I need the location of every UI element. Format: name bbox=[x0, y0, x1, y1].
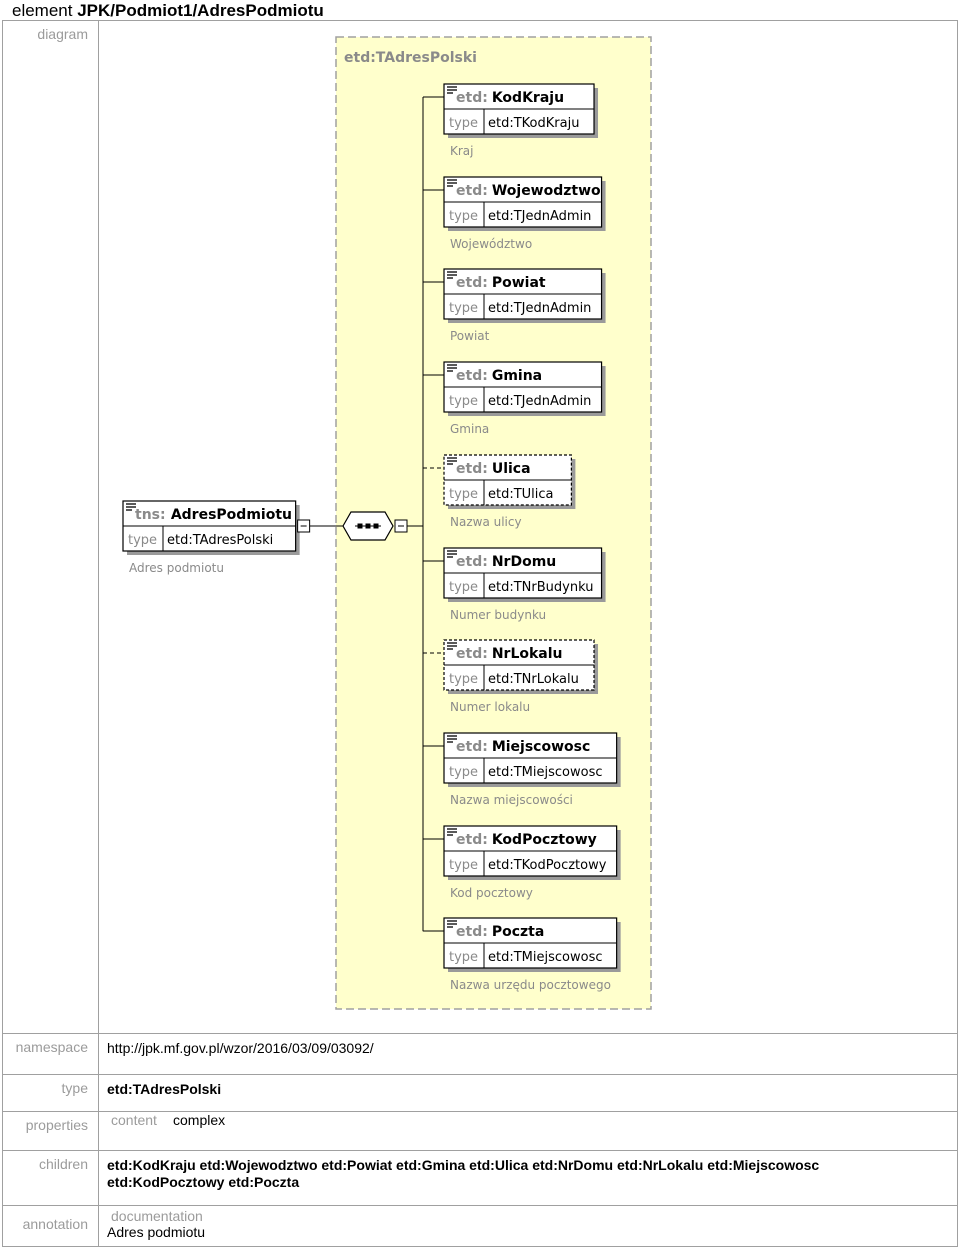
child-element-poczta-doc: Nazwa urzędu pocztowego bbox=[450, 978, 611, 992]
root-element-prefix: tns: bbox=[135, 507, 166, 523]
child-element-powiat-prefix: etd: bbox=[456, 275, 488, 291]
child-element-powiat-type-keyword: type bbox=[449, 301, 478, 316]
child-element-kodkraju-type: etd:TKodKraju bbox=[488, 116, 579, 131]
content-label: content bbox=[111, 1112, 157, 1128]
child-element-kodpocztowy-name: KodPocztowy bbox=[492, 832, 597, 848]
child-element-kodpocztowy-type: etd:TKodPocztowy bbox=[488, 858, 607, 873]
child-element-gmina-type: etd:TJednAdmin bbox=[488, 394, 591, 409]
child-element-wojewodztwo-prefix: etd: bbox=[456, 183, 488, 199]
type-row: type etd:TAdresPolski bbox=[2, 1074, 958, 1112]
child-element-wojewodztwo-doc: Województwo bbox=[450, 237, 532, 251]
child-element-ulica-type-keyword: type bbox=[449, 487, 478, 502]
child-element-kodpocztowy-type-keyword: type bbox=[449, 858, 478, 873]
child-element-kodkraju-type-keyword: type bbox=[449, 116, 478, 131]
root-element[interactable]: tns: AdresPodmiotu type etd:TAdresPolskiAdr… bbox=[122, 500, 300, 575]
diagram-label: diagram bbox=[2, 20, 99, 1034]
child-element-kodkraju-name: KodKraju bbox=[492, 90, 564, 106]
child-element-poczta-type-keyword: type bbox=[449, 950, 478, 965]
properties-row: properties content complex bbox=[2, 1111, 958, 1151]
children-value: etd:KodKraju etd:Wojewodztwo etd:Powiat … bbox=[98, 1150, 958, 1206]
children-label: children bbox=[2, 1150, 99, 1206]
properties-value: content complex bbox=[98, 1111, 958, 1151]
child-element-miejscowosc[interactable]: etd:Miejscowosc type etd:TMiejscowoscNazwa… bbox=[443, 732, 621, 807]
child-element-nrlokalu-doc: Numer lokalu bbox=[450, 700, 530, 714]
child-element-poczta-prefix: etd: bbox=[456, 924, 488, 940]
root-element-type-keyword: type bbox=[128, 533, 157, 548]
child-element-ulica-doc: Nazwa ulicy bbox=[450, 515, 522, 529]
children-line-1[interactable]: etd:KodKraju etd:Wojewodztwo etd:Powiat … bbox=[107, 1157, 820, 1173]
sequence-dot bbox=[365, 523, 371, 529]
title-path: JPK/Podmiot1/AdresPodmiotu bbox=[77, 1, 324, 20]
child-element-nrlokalu-prefix: etd: bbox=[456, 646, 488, 662]
child-element-nrdomu-name: NrDomu bbox=[492, 554, 556, 570]
child-element-wojewodztwo[interactable]: etd:Wojewodztwo type etd:TJednAdminWojewód… bbox=[443, 176, 606, 251]
child-element-poczta-name: Poczta bbox=[492, 924, 544, 940]
children-row: children etd:KodKraju etd:Wojewodztwo et… bbox=[2, 1150, 958, 1206]
children-line-2[interactable]: etd:KodPocztowy etd:Poczta bbox=[107, 1174, 300, 1190]
child-element-miejscowosc-name: Miejscowosc bbox=[492, 739, 590, 755]
child-element-powiat-type: etd:TJednAdmin bbox=[488, 301, 591, 316]
root-element-type: etd:TAdresPolski bbox=[167, 533, 273, 548]
sequence-dot bbox=[357, 523, 363, 529]
child-element-nrdomu-doc: Numer budynku bbox=[450, 608, 546, 622]
child-element-kodkraju-prefix: etd: bbox=[456, 90, 488, 106]
child-element-miejscowosc-prefix: etd: bbox=[456, 739, 488, 755]
child-element-nrlokalu-type-keyword: type bbox=[449, 672, 478, 687]
child-element-wojewodztwo-type: etd:TJednAdmin bbox=[488, 209, 591, 224]
child-element-nrdomu-type: etd:TNrBudynku bbox=[488, 580, 593, 595]
child-element-ulica-prefix: etd: bbox=[456, 461, 488, 477]
namespace-label: namespace bbox=[2, 1033, 99, 1075]
child-element-gmina-type-keyword: type bbox=[449, 394, 478, 409]
child-element-wojewodztwo-type-keyword: type bbox=[449, 209, 478, 224]
group-title: etd:TAdresPolski bbox=[344, 50, 477, 66]
child-element-nrdomu-prefix: etd: bbox=[456, 554, 488, 570]
properties-label: properties bbox=[2, 1111, 99, 1151]
child-element-miejscowosc-type-keyword: type bbox=[449, 765, 478, 780]
child-element-gmina-name: Gmina bbox=[492, 368, 542, 384]
namespace-value: http://jpk.mf.gov.pl/wzor/2016/03/09/030… bbox=[98, 1033, 958, 1075]
child-element-kodpocztowy-doc: Kod pocztowy bbox=[450, 886, 533, 900]
child-element-wojewodztwo-name: Wojewodztwo bbox=[492, 183, 601, 199]
child-element-nrdomu-type-keyword: type bbox=[449, 580, 478, 595]
type-label: type bbox=[2, 1074, 99, 1112]
child-element-powiat-name: Powiat bbox=[492, 275, 546, 291]
child-element-miejscowosc-type: etd:TMiejscowosc bbox=[488, 765, 603, 780]
child-element-nrlokalu-type: etd:TNrLokalu bbox=[488, 672, 579, 687]
page-title: element JPK/Podmiot1/AdresPodmiotu bbox=[12, 0, 324, 22]
documentation-text: Adres podmiotu bbox=[107, 1224, 206, 1240]
title-prefix: element bbox=[12, 1, 73, 20]
type-value[interactable]: etd:TAdresPolski bbox=[98, 1074, 958, 1112]
child-element-gmina-doc: Gmina bbox=[450, 422, 489, 436]
root-element-doc: Adres podmiotu bbox=[129, 561, 224, 575]
documentation-label: documentation bbox=[111, 1208, 203, 1224]
child-element-poczta-type: etd:TMiejscowosc bbox=[488, 950, 603, 965]
child-element-kodpocztowy-prefix: etd: bbox=[456, 832, 488, 848]
child-element-ulica-type: etd:TUlica bbox=[488, 487, 554, 502]
child-element-kodkraju-doc: Kraj bbox=[450, 144, 474, 158]
content-value: complex bbox=[173, 1112, 226, 1128]
sequence-dot bbox=[373, 523, 379, 529]
child-element-ulica-name: Ulica bbox=[492, 461, 531, 477]
child-element-nrlokalu-name: NrLokalu bbox=[492, 646, 563, 662]
child-element-miejscowosc-doc: Nazwa miejscowości bbox=[450, 793, 573, 807]
child-element-powiat-doc: Powiat bbox=[450, 329, 490, 343]
child-element-gmina-prefix: etd: bbox=[456, 368, 488, 384]
namespace-row: namespace http://jpk.mf.gov.pl/wzor/2016… bbox=[2, 1033, 958, 1075]
root-element-name: AdresPodmiotu bbox=[171, 507, 292, 523]
